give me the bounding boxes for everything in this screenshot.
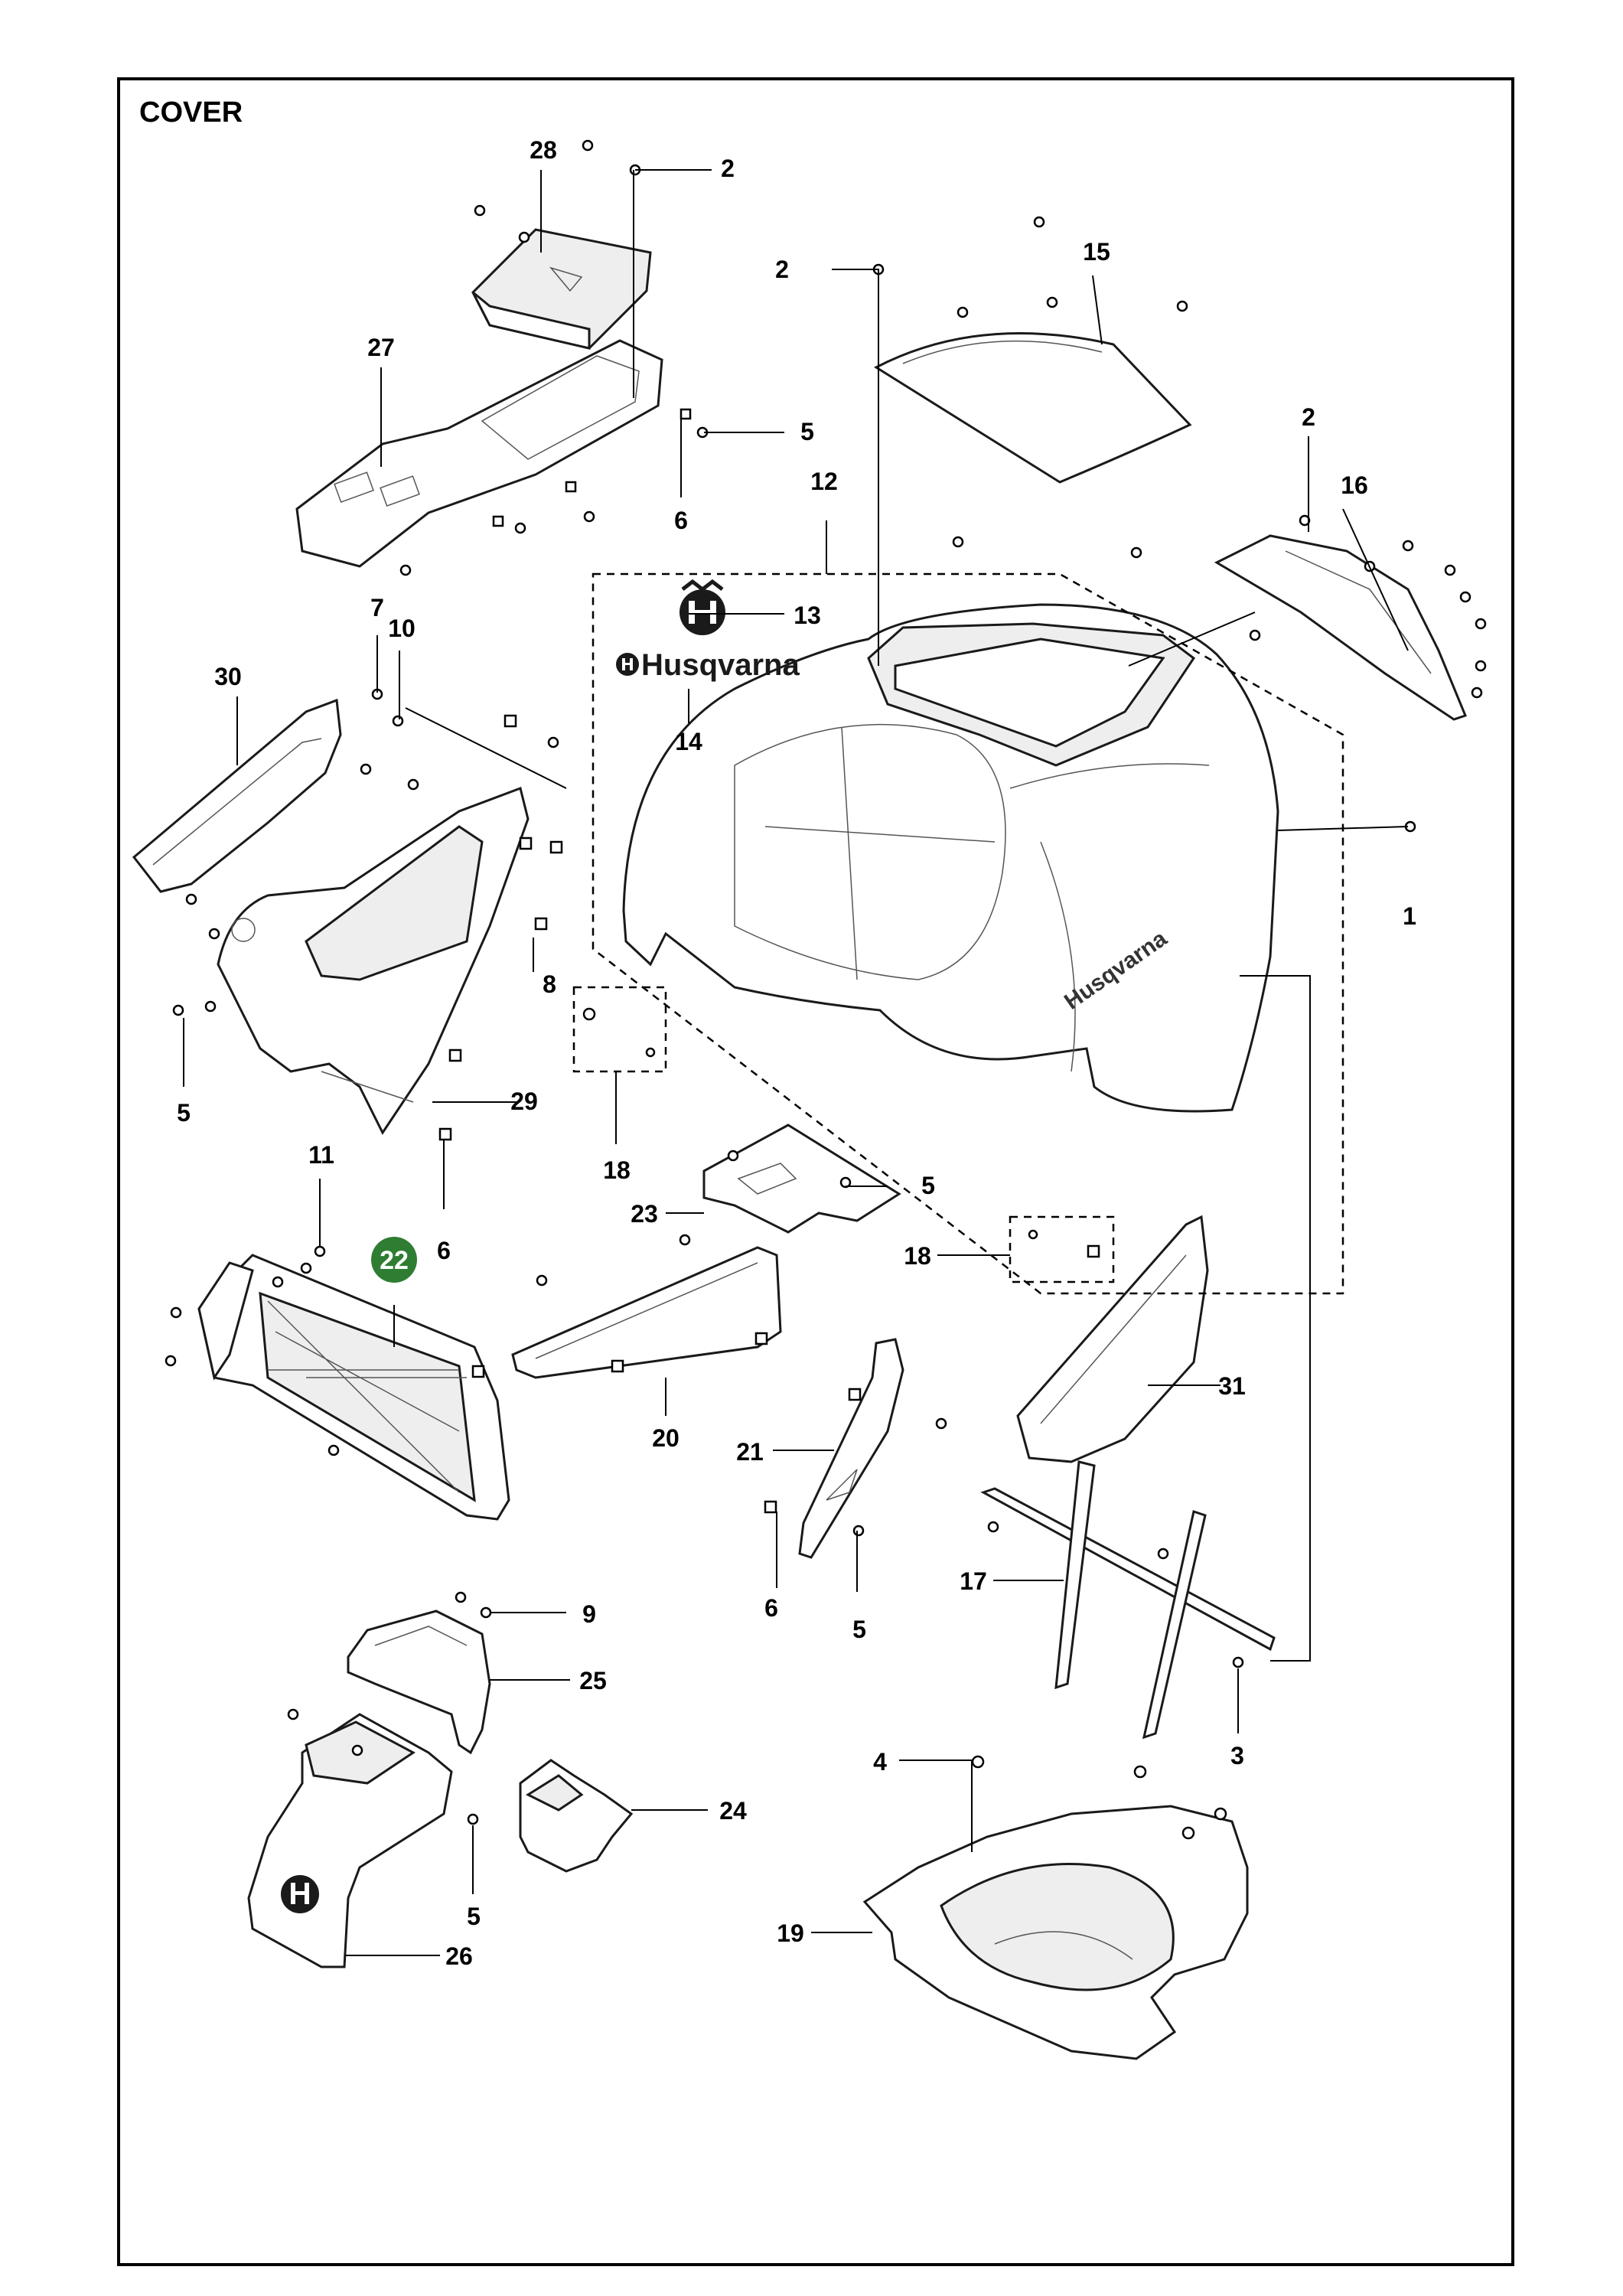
callout-1: 1	[1403, 902, 1416, 930]
callout-29: 29	[510, 1088, 538, 1115]
callout-14: 14	[675, 728, 702, 755]
callout-5b: 5	[177, 1099, 191, 1127]
callout-25: 25	[579, 1667, 607, 1694]
callout-23: 23	[631, 1200, 658, 1228]
part-24-small-cover[interactable]	[519, 1759, 634, 1873]
part-16-rear-panel[interactable]	[1214, 534, 1467, 721]
part-17-frame-bracket[interactable]	[980, 1460, 1276, 1740]
part-21-bracket[interactable]	[798, 1338, 904, 1559]
callout-19: 19	[777, 1919, 804, 1947]
decal-wordmark: Husqvarna	[641, 648, 800, 682]
husqvarna-small-h-icon	[616, 653, 639, 676]
svg-text:22: 22	[380, 1246, 409, 1275]
part-31-right-side-panel[interactable]	[1016, 1215, 1209, 1463]
part-29-side-panel[interactable]	[217, 787, 530, 1135]
callout-labels: 1 2 2 2 3 4 5 5 5 5 5 6 6 6 7 8 9 10 11 …	[177, 136, 1416, 1970]
callout-28: 28	[530, 136, 557, 164]
leader-lines	[183, 169, 1409, 1956]
callout-2a: 2	[721, 155, 735, 182]
part-23-plate[interactable]	[702, 1124, 901, 1234]
part-26-front-nose[interactable]	[247, 1713, 453, 1968]
callout-3: 3	[1230, 1742, 1244, 1769]
callout-15: 15	[1083, 238, 1110, 266]
fastener-group-box-18-right	[1009, 1215, 1115, 1283]
callout-2b: 2	[775, 256, 789, 283]
page-title: COVER	[139, 96, 243, 129]
callout-10: 10	[388, 615, 416, 642]
callout-11: 11	[308, 1141, 334, 1169]
callout-8: 8	[543, 970, 556, 998]
callout-9: 9	[582, 1600, 596, 1628]
callout-6a: 6	[674, 507, 688, 534]
part-19-floor-mat[interactable]	[862, 1805, 1249, 2060]
callout-31: 31	[1218, 1372, 1246, 1400]
callout-24: 24	[719, 1797, 747, 1825]
callout-27: 27	[367, 334, 395, 361]
part-20-side-shield[interactable]	[511, 1246, 782, 1379]
part-22-air-filter-panel[interactable]	[197, 1254, 510, 1521]
callout-7: 7	[370, 594, 384, 621]
callout-22-highlight[interactable]: 22	[371, 1237, 417, 1283]
callout-6c: 6	[764, 1594, 778, 1622]
part-13-husqvarna-logo[interactable]	[680, 579, 725, 635]
callout-6b: 6	[437, 1237, 451, 1264]
part-25-upper-nose-cover[interactable]	[347, 1609, 491, 1755]
callout-30: 30	[214, 663, 242, 690]
part-15-top-panel[interactable]	[873, 331, 1192, 484]
callout-5c: 5	[921, 1172, 935, 1199]
part-30-side-cover[interactable]	[132, 698, 342, 893]
callout-17: 17	[960, 1567, 987, 1595]
part-28-storage-lid[interactable]	[471, 228, 652, 350]
callout-18b: 18	[904, 1242, 931, 1270]
fastener-group-box-18-left	[572, 986, 667, 1073]
nose-h-logo-icon	[281, 1875, 319, 1913]
callout-2c: 2	[1302, 403, 1315, 431]
fasteners	[165, 139, 1487, 1840]
callout-21: 21	[736, 1438, 764, 1466]
callout-12: 12	[810, 468, 838, 495]
callout-13: 13	[794, 602, 821, 629]
callout-5e: 5	[467, 1903, 481, 1930]
part-27-dashboard-console[interactable]	[295, 339, 663, 568]
hood-assembly-group-box	[592, 572, 1344, 1295]
drawing-frame	[117, 77, 1514, 2266]
callout-16: 16	[1341, 471, 1368, 499]
part-12-main-hood[interactable]: Husqvarna	[622, 603, 1279, 1113]
callout-18a: 18	[603, 1156, 631, 1184]
callout-5d: 5	[852, 1616, 866, 1643]
callout-20: 20	[652, 1424, 680, 1452]
part-14-husqvarna-decal[interactable]: Husqvarna	[616, 648, 800, 682]
callout-4: 4	[873, 1748, 887, 1776]
callout-5a: 5	[800, 418, 814, 445]
husqvarna-crown-h-icon	[680, 579, 725, 635]
callout-26: 26	[445, 1942, 473, 1970]
